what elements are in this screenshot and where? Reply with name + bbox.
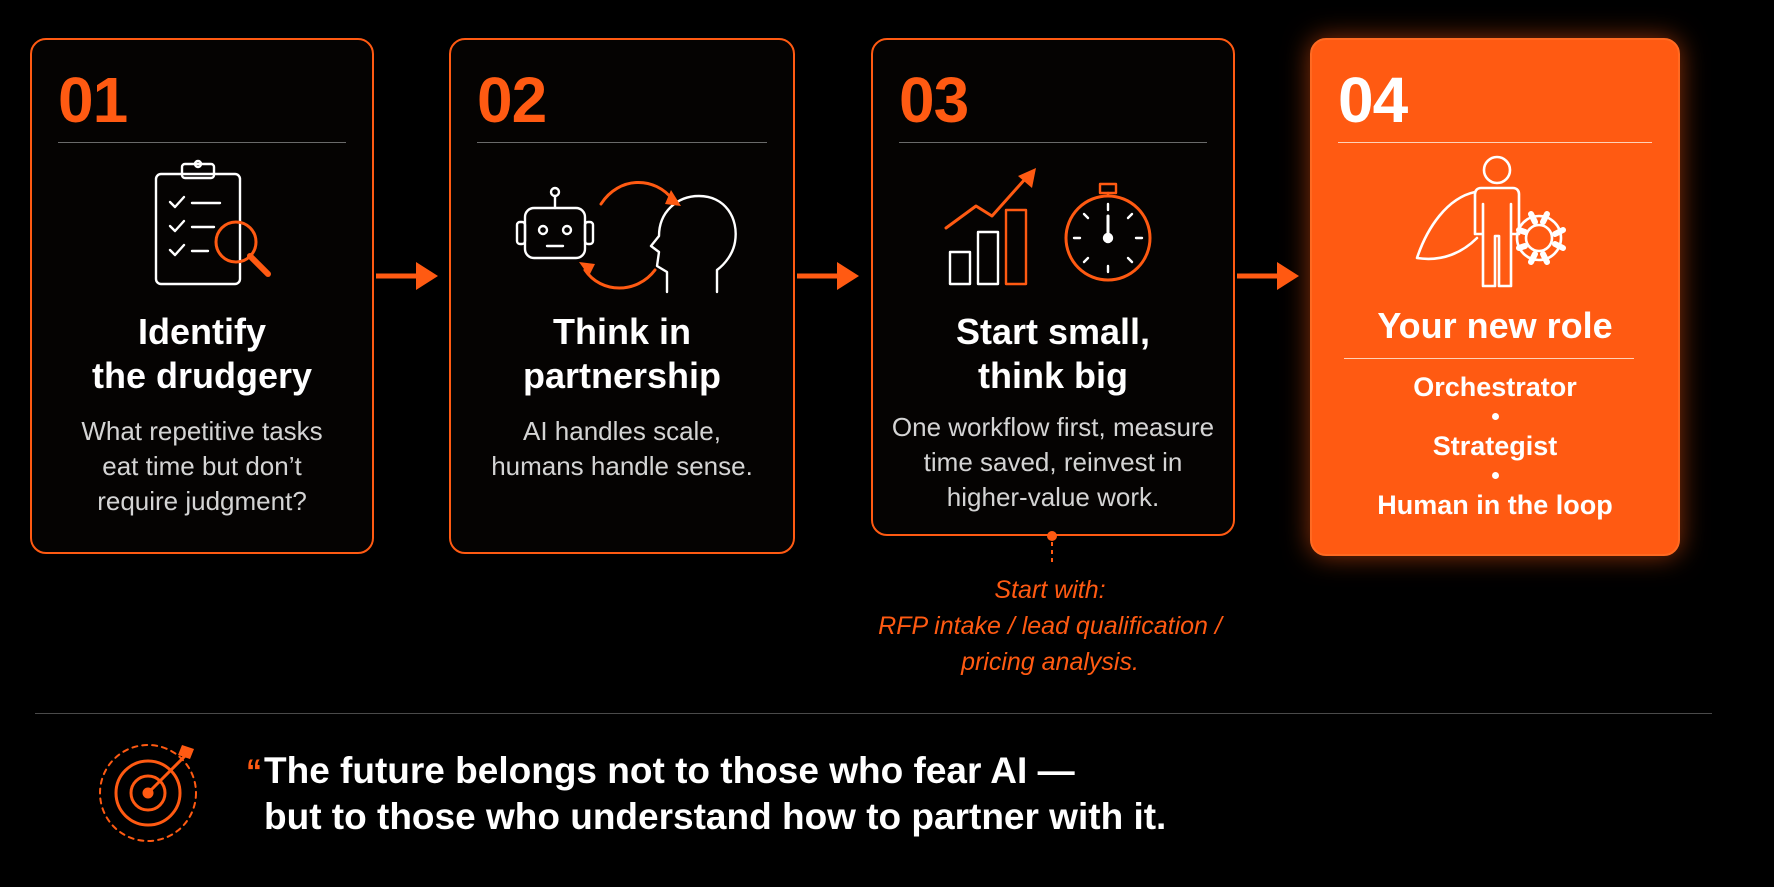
quote-line-2: but to those who understand how to partn… bbox=[264, 796, 1167, 837]
role-item: Human in the loop bbox=[1377, 490, 1613, 520]
quote-mark: “ bbox=[246, 753, 262, 789]
step-card-4: 04 Your new role Orchestrator Strategist… bbox=[1310, 38, 1680, 556]
step-title: Identify the drudgery bbox=[91, 311, 313, 396]
bullet-dot bbox=[1491, 413, 1499, 420]
step-note: Start with: RFP intake / lead qualificat… bbox=[878, 576, 1222, 676]
section-divider bbox=[35, 713, 1712, 714]
clipboard-magnifier-icon bbox=[32, 158, 372, 296]
hero-gear-icon bbox=[1312, 152, 1678, 290]
divider-line bbox=[477, 142, 767, 143]
divider-line bbox=[58, 142, 346, 143]
step-card-1: 01 Identify the drudgery What repetitive… bbox=[30, 38, 374, 554]
arrow-right-icon bbox=[376, 262, 438, 290]
step-description: One workflow first, measure time saved, … bbox=[891, 412, 1215, 512]
target-arrow-icon bbox=[99, 744, 197, 842]
quote: “The future belongs not to those who fea… bbox=[246, 748, 1166, 840]
step-title: Start small, think big bbox=[955, 311, 1151, 396]
step-description: AI handles scale, humans handle sense. bbox=[491, 416, 753, 481]
step-number: 01 bbox=[58, 64, 128, 136]
step-card-3: 03 Start small, think big One workflow f… bbox=[871, 38, 1235, 536]
role-item: Strategist bbox=[1432, 431, 1558, 461]
step-description: What repetitive tasks eat time but don’t… bbox=[81, 416, 323, 516]
divider-line bbox=[1338, 142, 1652, 143]
bullet-dot bbox=[1491, 472, 1499, 479]
arrow-right-icon bbox=[797, 262, 859, 290]
divider-line bbox=[1344, 358, 1634, 359]
role-item: Orchestrator bbox=[1413, 372, 1577, 402]
step-card-2: 02 Think in partnership AI handles scale… bbox=[449, 38, 795, 554]
step-number: 03 bbox=[899, 64, 969, 136]
quote-line-1: The future belongs not to those who fear… bbox=[264, 750, 1075, 791]
step-title: Your new role bbox=[1377, 305, 1613, 346]
step-number: 04 bbox=[1338, 64, 1408, 136]
step-title: Think in partnership bbox=[522, 311, 722, 396]
growth-chart-stopwatch-icon bbox=[873, 158, 1233, 296]
role-list: Orchestrator Strategist Human in the loo… bbox=[1312, 370, 1678, 522]
connector-dotted-line bbox=[1047, 531, 1057, 564]
step-number: 02 bbox=[477, 64, 547, 136]
robot-human-cycle-icon bbox=[451, 158, 793, 296]
divider-line bbox=[899, 142, 1207, 143]
arrow-right-icon bbox=[1237, 262, 1299, 290]
